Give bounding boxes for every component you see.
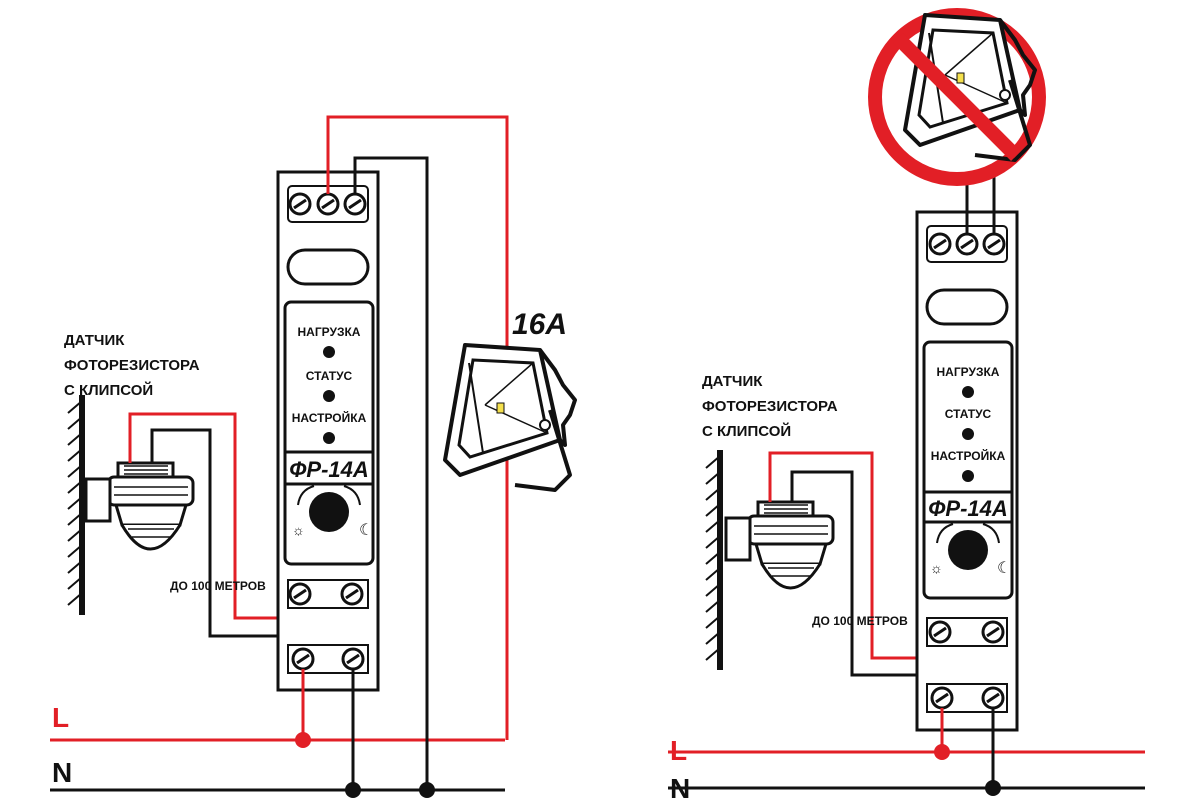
screw-terminal-icon [288,192,312,216]
screw-terminal-icon [928,620,952,644]
right-indicator-load: НАГРУЗКА [937,365,1000,379]
screw-terminal-icon [288,582,312,606]
wall-hatch-icon [68,395,82,615]
screw-terminal-icon [340,582,364,606]
screw-terminal-icon [981,686,1005,710]
screw-terminal-icon [955,232,979,256]
right-sensor-label-3: С КЛИПСОЙ [702,422,791,440]
prohibited-icon [868,8,1046,186]
right-rail-n-label: N [670,773,690,800]
moon-icon: ☾ [359,522,373,539]
left-sensor-label-1: ДАТЧИК [64,332,125,349]
left-indicator-status: СТАТУС [306,369,353,383]
left-indicator-setup: НАСТРОЙКА [292,410,367,425]
left-rail-n-label: N [52,757,72,788]
left-indicator-load: НАГРУЗКА [298,325,361,339]
right-adjust-knob[interactable] [948,530,988,570]
wall-hatch-icon [706,450,720,670]
sun-icon: ☼ [930,560,943,576]
screw-terminal-icon [316,192,340,216]
left-sensor-label-3: С КЛИПСОЙ [64,381,153,399]
screw-terminal-icon [982,232,1006,256]
screw-terminal-icon [928,232,952,256]
left-rail-l-label: L [52,702,69,733]
right-diagram: L N ДАТЧИК ФОТОРЕЗИСТОРА С КЛИПСОЙ ДО 10… [668,8,1145,800]
left-n-junction-1 [345,782,361,798]
screw-terminal-icon [930,686,954,710]
screw-terminal-icon [291,647,315,671]
right-n-junction [985,780,1001,796]
load-rating-label: 16А [512,308,567,341]
moon-icon: ☾ [997,560,1011,577]
left-model-label: ФР-14А [289,457,369,482]
left-n-junction-2 [419,782,435,798]
sun-icon: ☼ [292,522,305,538]
floodlight-icon [443,343,577,492]
screw-terminal-icon [343,192,367,216]
left-sensor-label-2: ФОТОРЕЗИСТОРА [64,357,200,374]
right-indicator-setup: НАСТРОЙКА [931,448,1006,463]
right-rail-l-label: L [670,735,687,766]
right-model-label: ФР-14А [928,496,1008,521]
photo-sensor-icon [724,500,835,590]
right-sensor-label-1: ДАТЧИК [702,373,763,390]
right-distance-label: ДО 100 МЕТРОВ [812,614,908,628]
left-diagram: L N ДАТЧИК ФОТОРЕЗИСТОРА С КЛИПСОЙ ДО 10… [50,115,577,798]
right-indicator-status: СТАТУС [945,407,992,421]
screw-terminal-icon [981,620,1005,644]
photo-sensor-icon [84,461,195,551]
left-l-junction [295,732,311,748]
left-load-wire-black [353,156,429,790]
right-l-junction [934,744,950,760]
screw-terminal-icon [341,647,365,671]
left-adjust-knob[interactable] [309,492,349,532]
left-distance-label: ДО 100 МЕТРОВ [170,579,266,593]
right-sensor-label-2: ФОТОРЕЗИСТОРА [702,398,838,415]
